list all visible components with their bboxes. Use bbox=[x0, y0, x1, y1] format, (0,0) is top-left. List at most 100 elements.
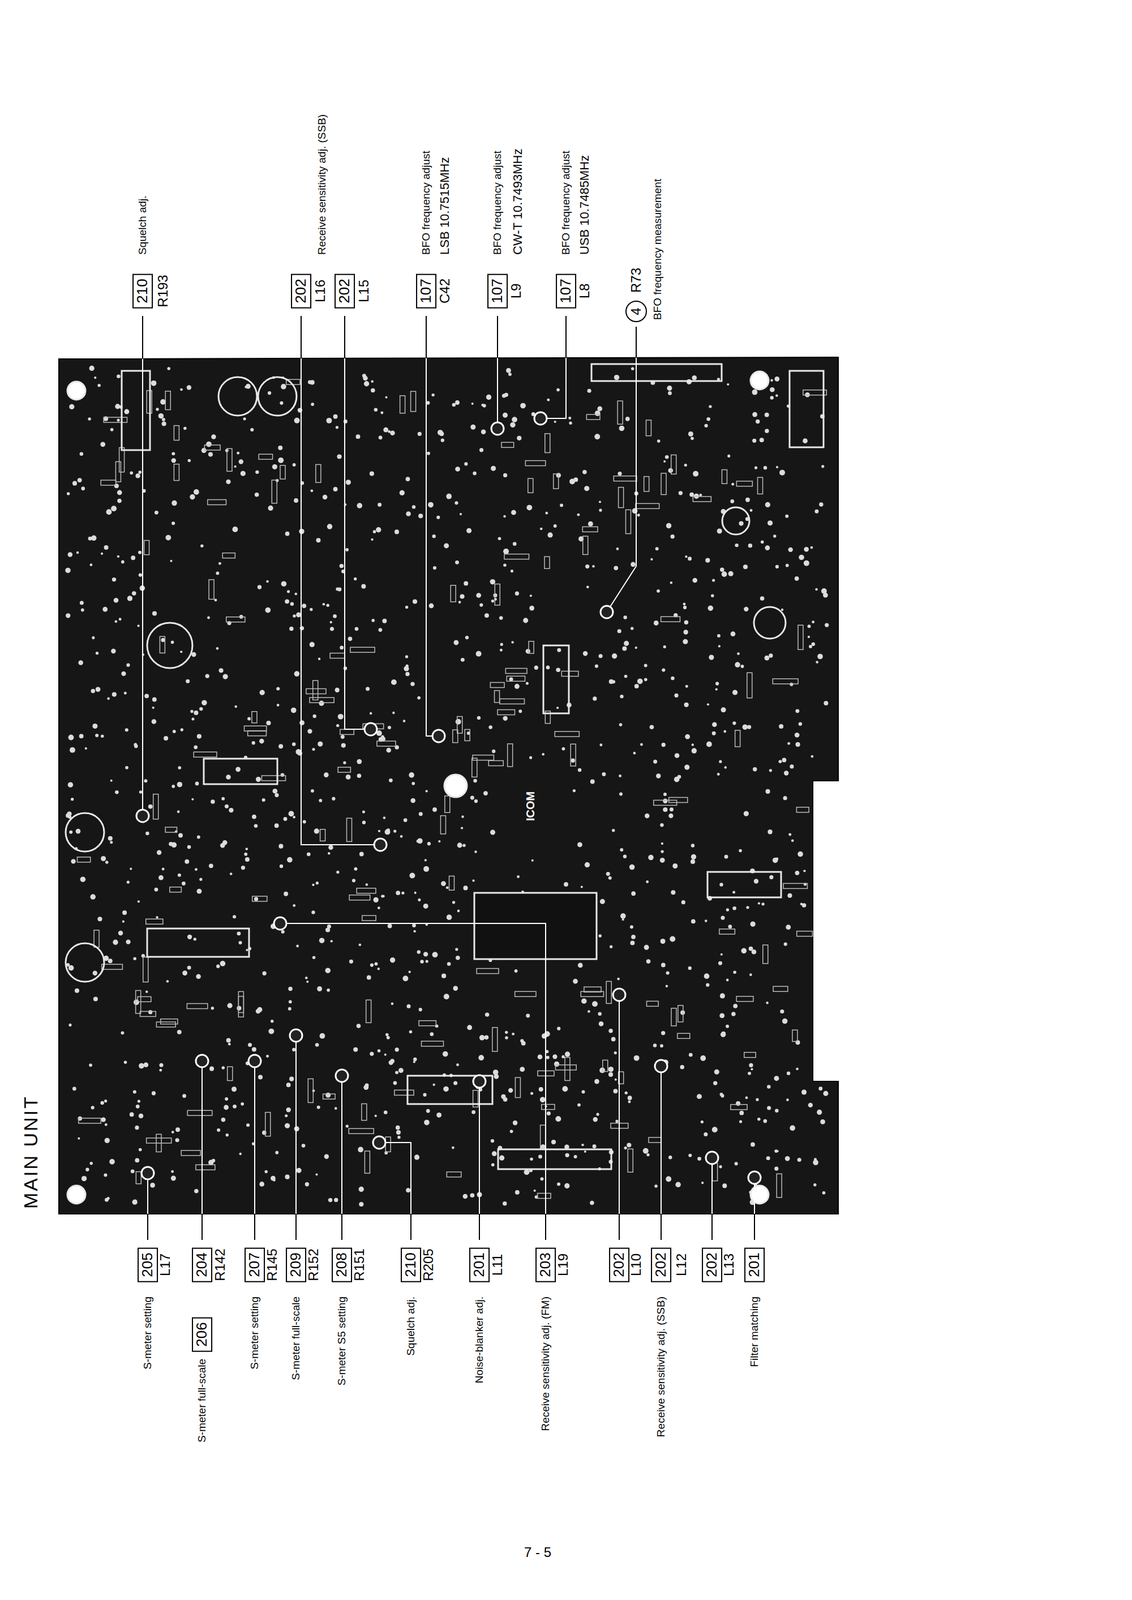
solder-pad bbox=[687, 556, 692, 561]
solder-pad bbox=[389, 430, 396, 436]
solder-pad bbox=[672, 863, 678, 869]
note-text: S-meter setting bbox=[249, 1296, 261, 1370]
callout-number: 204 bbox=[191, 1246, 213, 1282]
solder-pad bbox=[580, 885, 583, 889]
solder-pad bbox=[508, 1087, 513, 1093]
solder-pad bbox=[452, 402, 456, 407]
part-footprint bbox=[627, 1148, 633, 1172]
solder-pad bbox=[514, 968, 518, 973]
solder-pad bbox=[795, 1067, 799, 1071]
solder-pad bbox=[329, 620, 333, 624]
part-footprint bbox=[139, 1010, 156, 1016]
solder-pad bbox=[692, 470, 699, 477]
solder-pad bbox=[103, 1173, 107, 1177]
solder-pad bbox=[555, 667, 561, 672]
solder-pad bbox=[137, 1099, 141, 1103]
solder-pad bbox=[453, 640, 459, 646]
solder-pad bbox=[466, 1024, 473, 1030]
part-footprint bbox=[613, 476, 637, 482]
solder-pad bbox=[429, 1031, 434, 1036]
solder-pad bbox=[670, 534, 675, 539]
solder-pad bbox=[541, 752, 545, 756]
solder-pad bbox=[123, 691, 127, 695]
solder-pad bbox=[775, 465, 779, 469]
solder-pad bbox=[232, 914, 237, 919]
solder-pad bbox=[556, 1026, 561, 1031]
solder-pad bbox=[732, 970, 737, 975]
solder-pad bbox=[648, 854, 654, 860]
solder-pad bbox=[794, 576, 800, 581]
solder-pad bbox=[171, 521, 175, 525]
solder-pad bbox=[732, 890, 736, 894]
solder-pad bbox=[797, 851, 804, 857]
solder-pad bbox=[152, 610, 157, 616]
solder-pad bbox=[328, 844, 334, 850]
solder-pad bbox=[814, 509, 819, 514]
solder-pad bbox=[216, 964, 220, 968]
solder-pad bbox=[278, 843, 283, 849]
part-footprint bbox=[497, 709, 515, 715]
solder-pad bbox=[502, 1201, 507, 1206]
solder-pad bbox=[298, 528, 304, 534]
solder-pad bbox=[429, 603, 435, 609]
solder-pad bbox=[66, 491, 70, 495]
solder-pad bbox=[121, 1030, 125, 1035]
solder-pad bbox=[614, 374, 620, 380]
solder-pad bbox=[644, 678, 648, 682]
callout-number: 209 bbox=[285, 1246, 307, 1282]
solder-pad bbox=[713, 1080, 718, 1085]
part-footprint bbox=[719, 928, 736, 934]
solder-pad bbox=[765, 789, 770, 794]
solder-pad bbox=[609, 945, 613, 949]
solder-pad bbox=[148, 804, 153, 809]
solder-pad bbox=[187, 459, 191, 462]
solder-pad bbox=[665, 1176, 672, 1182]
part-footprint bbox=[156, 1021, 176, 1027]
part-footprint bbox=[165, 826, 177, 833]
solder-pad bbox=[314, 828, 320, 834]
solder-pad bbox=[470, 1192, 475, 1198]
solder-pad bbox=[679, 1064, 685, 1070]
solder-pad bbox=[500, 642, 504, 646]
solder-pad bbox=[413, 1060, 416, 1063]
solder-pad bbox=[306, 851, 311, 856]
solder-pad bbox=[785, 514, 789, 518]
solder-pad bbox=[717, 528, 723, 534]
solder-pad bbox=[227, 1002, 233, 1009]
solder-pad bbox=[601, 772, 606, 776]
solder-pad bbox=[706, 417, 711, 422]
solder-pad bbox=[180, 727, 184, 731]
part-footprint bbox=[153, 794, 159, 820]
solder-pad bbox=[412, 598, 418, 604]
solder-pad bbox=[589, 1200, 594, 1205]
solder-pad bbox=[730, 499, 735, 504]
solder-pad bbox=[79, 733, 84, 739]
solder-pad bbox=[326, 603, 329, 607]
solder-pad bbox=[386, 828, 390, 832]
solder-pad bbox=[526, 504, 533, 511]
solder-pad bbox=[611, 1036, 616, 1042]
solder-pad bbox=[625, 416, 630, 422]
solder-pad bbox=[719, 992, 726, 998]
solder-pad bbox=[250, 427, 254, 432]
part-name: L10 bbox=[628, 1253, 644, 1276]
solder-pad bbox=[478, 1054, 484, 1061]
solder-pad bbox=[131, 1199, 137, 1205]
solder-pad bbox=[683, 602, 686, 606]
solder-pad bbox=[221, 1117, 226, 1122]
solder-pad bbox=[118, 617, 122, 621]
solder-pad bbox=[175, 1137, 180, 1142]
solder-pad bbox=[362, 375, 368, 381]
solder-pad bbox=[539, 527, 543, 531]
solder-pad bbox=[764, 655, 770, 661]
solder-pad bbox=[803, 546, 809, 552]
solder-pad bbox=[791, 838, 795, 842]
solder-pad bbox=[708, 605, 714, 611]
solder-pad bbox=[138, 572, 143, 577]
solder-pad bbox=[525, 681, 529, 685]
solder-pad bbox=[727, 454, 731, 458]
solder-pad bbox=[808, 1102, 813, 1108]
solder-pad bbox=[656, 589, 660, 593]
part-footprint bbox=[661, 473, 667, 495]
solder-pad bbox=[556, 648, 561, 653]
